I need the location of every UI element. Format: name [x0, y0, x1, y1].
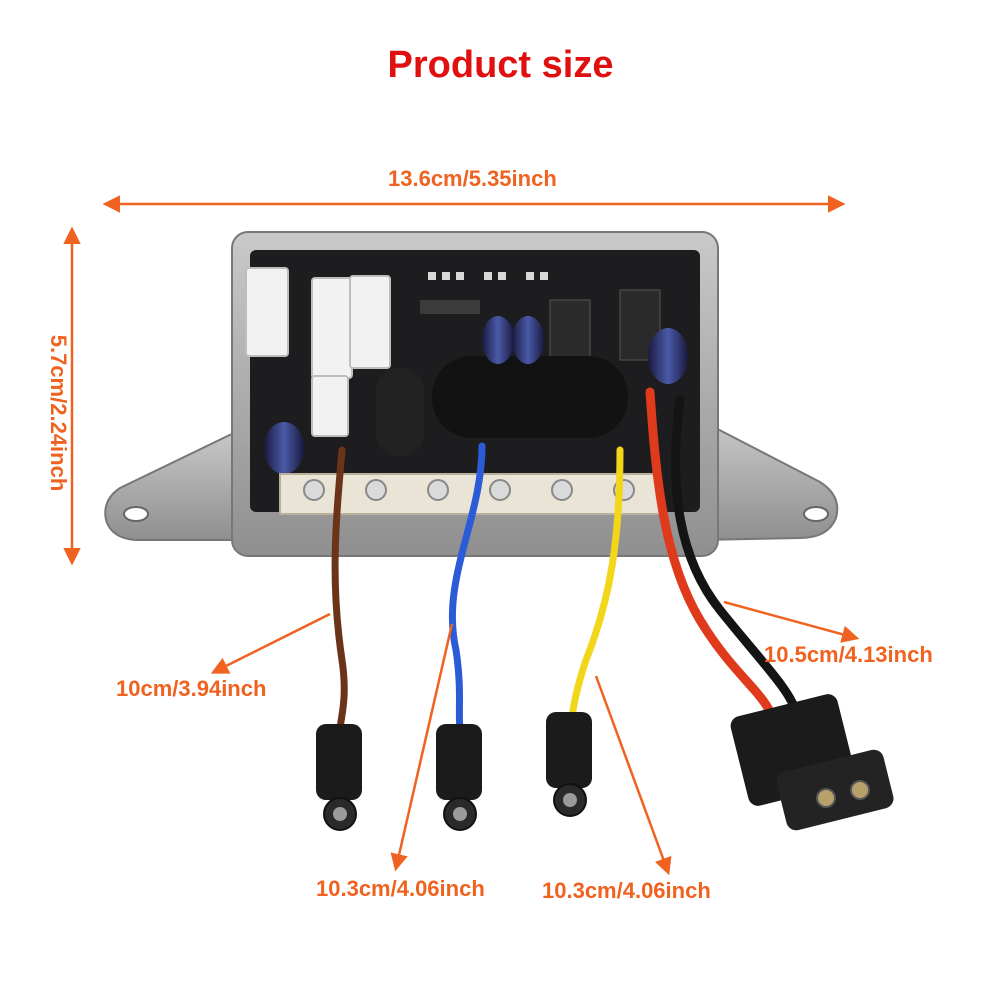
blue-wire	[448, 442, 486, 734]
blue-wire-callout	[390, 623, 454, 872]
height-dimension-label: 5.7cm/2.24inch	[46, 334, 71, 492]
brown-wire	[331, 446, 348, 734]
red-wire	[645, 387, 775, 717]
motor-phase-connector-brown	[316, 724, 362, 831]
motor-phase-connector-yellow	[546, 712, 592, 817]
power-cable-length-label: 10.5cm/4.13inch	[764, 642, 933, 667]
power-cable-callout	[723, 600, 860, 643]
page-title: Product size	[387, 44, 614, 86]
yellow-wire-length-label: 10.3cm/4.06inch	[542, 878, 711, 903]
capacitors	[264, 316, 688, 474]
signal-connectors	[245, 267, 391, 437]
blue-wire-length-label: 10.3cm/4.06inch	[316, 876, 485, 901]
brown-wire-length-label: 10cm/3.94inch	[116, 676, 267, 701]
brown-wire-callout	[210, 612, 331, 674]
yellow-wire-callout	[594, 675, 672, 876]
motor-phase-connector-blue	[436, 724, 482, 831]
yellow-wire	[568, 446, 624, 720]
terminal-block	[279, 473, 661, 515]
width-dimension-label: 13.6cm/5.35inch	[388, 166, 557, 191]
black-wire	[671, 395, 801, 717]
power-plug	[730, 694, 894, 831]
